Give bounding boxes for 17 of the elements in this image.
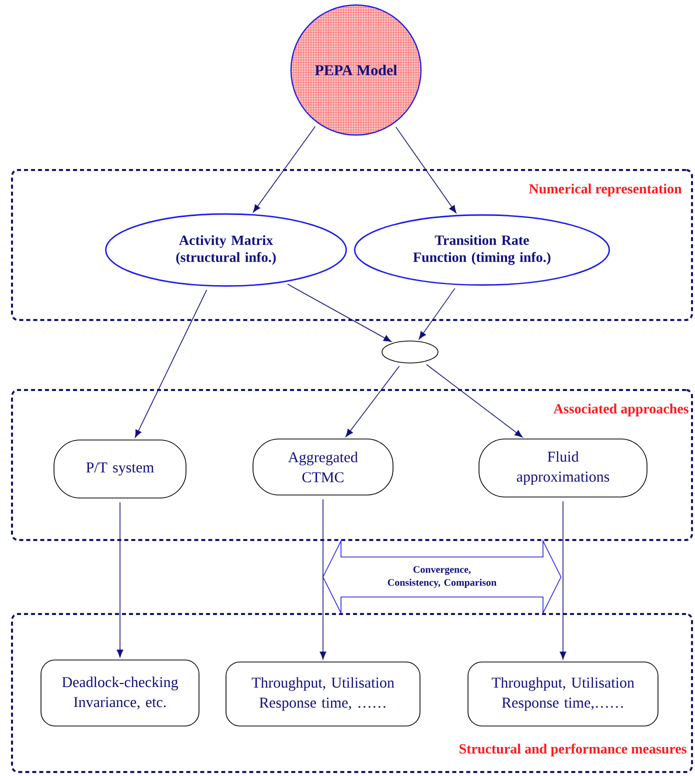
approach-box: P/T system (54, 440, 186, 498)
arrow (116, 502, 124, 658)
arrow (418, 288, 456, 340)
measure-box: Throughput, Utilisation Response time,…… (468, 662, 658, 726)
arrow (396, 126, 456, 214)
arrow (560, 501, 566, 660)
measure-box: Throughput, Utilisation Response time, …… (226, 662, 420, 726)
arrow (253, 126, 316, 212)
measure-box: Deadlock-checking Invariance, etc. (40, 660, 200, 726)
arrow (426, 364, 523, 438)
arrow (346, 366, 400, 437)
approach-box: Fluid approximations (478, 438, 648, 498)
arrow (320, 499, 326, 660)
approach-box: Aggregated CTMC (252, 438, 394, 496)
arrow (134, 290, 208, 438)
arrow (287, 284, 392, 342)
junction-ellipse (382, 340, 438, 364)
